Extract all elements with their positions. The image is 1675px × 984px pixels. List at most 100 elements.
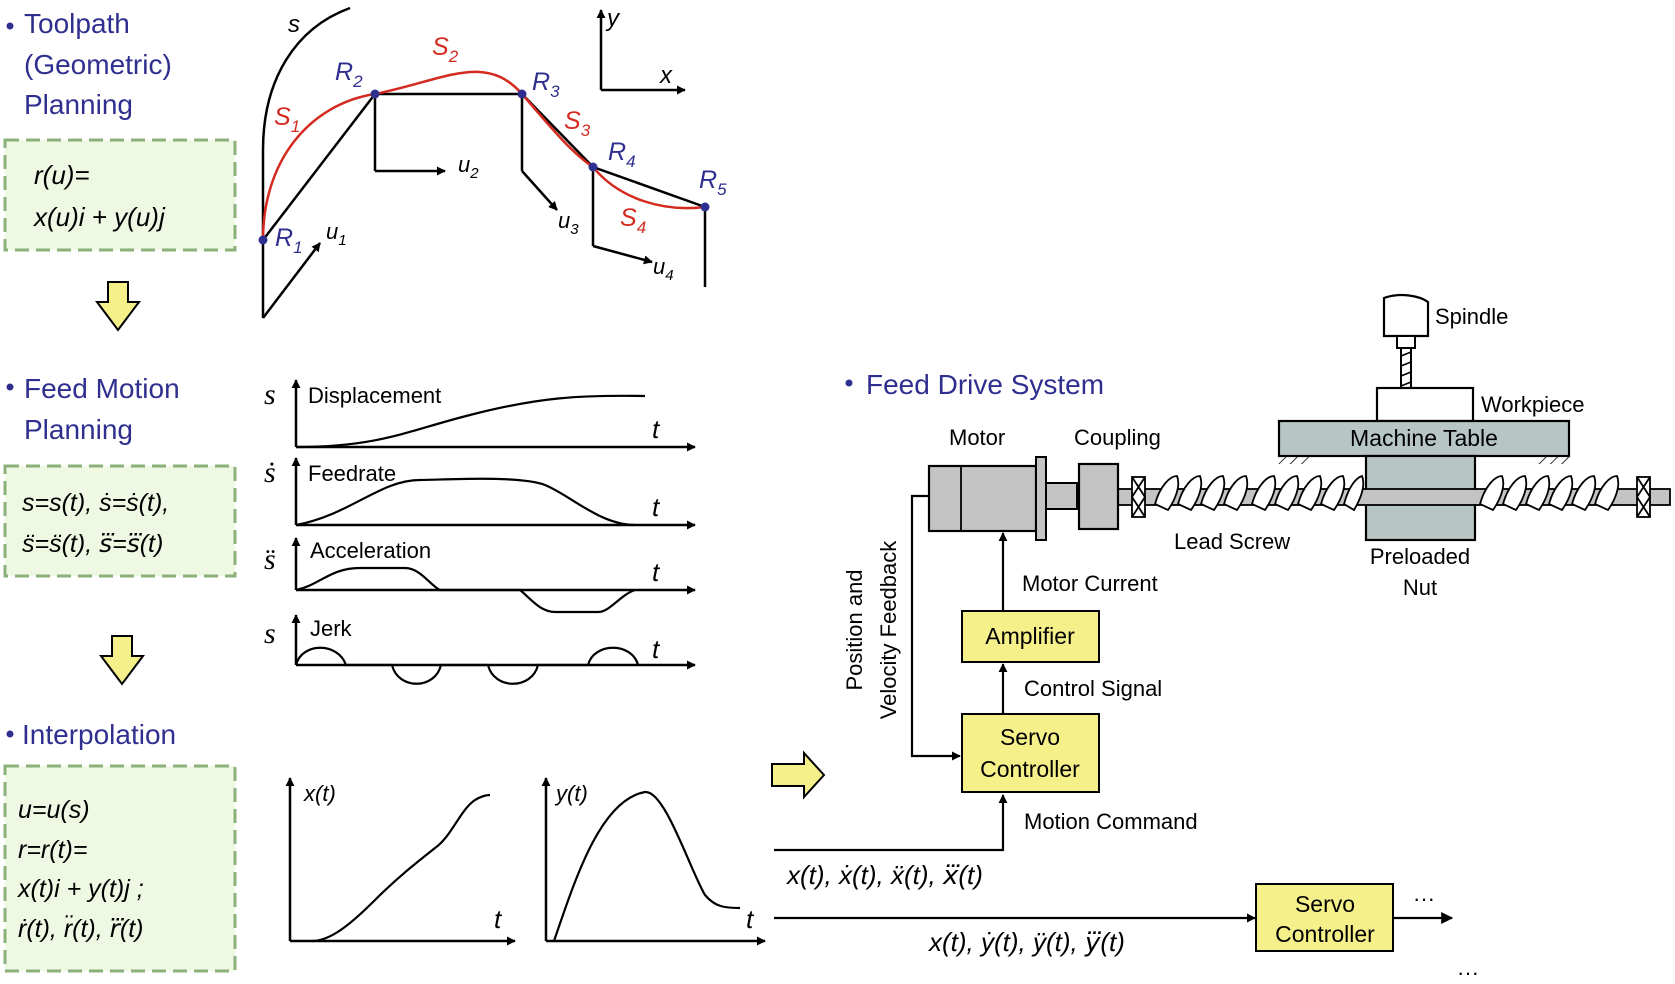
- s-label: s: [288, 11, 300, 38]
- u3-direction[interactable]: [521, 170, 558, 211]
- feedback-loop: [910, 494, 961, 761]
- motion-command-label: Motion Command: [1024, 809, 1198, 834]
- servo-controller-label-1: Servo: [1000, 724, 1060, 750]
- t-label: t: [652, 492, 661, 522]
- bullet: [6, 383, 14, 391]
- table-rail-right: [1536, 456, 1570, 464]
- u4-label: u4: [653, 254, 674, 284]
- down-arrow-2: [99, 635, 145, 686]
- segment-s1: [261, 92, 376, 241]
- feedrate-curve: [295, 477, 636, 527]
- x-of-t-curve: [311, 793, 491, 943]
- servo-controller-box: [961, 713, 1100, 793]
- down-arrow-1: [95, 281, 141, 332]
- t-label: t: [494, 904, 503, 934]
- coupling-label: Coupling: [1074, 425, 1161, 450]
- feed-formula-line-2: s̈=s̈(t), s⃛=s⃛(t): [22, 530, 163, 558]
- interp-formula-box: [3, 764, 237, 973]
- s3-label: S3: [564, 107, 591, 140]
- acceleration-symbol: s̈: [264, 543, 276, 576]
- control-signal-label: Control Signal: [1024, 676, 1162, 701]
- point-r2[interactable]: [370, 89, 380, 99]
- u1-direction[interactable]: [262, 242, 321, 319]
- bearing-right: [1636, 476, 1651, 518]
- t-label: t: [652, 557, 661, 587]
- interp-formula-line-2: r=r(t)=: [18, 836, 87, 864]
- feedrate-label: Feedrate: [308, 461, 396, 486]
- servo-controller-label-2: Controller: [980, 756, 1080, 782]
- x-signals-label: x(t), ẋ(t), ẍ(t), x⃛(t): [785, 860, 983, 890]
- spindle: Spindle: [1382, 293, 1508, 389]
- r3-label: R3: [532, 68, 560, 101]
- feedback-label-1: Position and: [842, 569, 867, 690]
- y-signals-label: x(t), ẏ(t), ÿ(t), y⃛(t): [927, 927, 1125, 957]
- segment-s3: [521, 93, 594, 169]
- preloaded-nut-label-1: Preloaded: [1370, 544, 1470, 569]
- toolpath-labels: s y x R1 R2 R3 R4 R5 S1 S2 S3 S4 u1 u2 u…: [274, 5, 727, 284]
- r2-label: R2: [335, 58, 363, 91]
- interp-formula-line-4: ṙ(t), r̈(t), r⃛(t): [18, 914, 144, 943]
- tool-flutes: [1400, 351, 1412, 387]
- ellipsis-top: ···: [1413, 886, 1435, 911]
- bullet: [845, 379, 853, 387]
- toolpath-heading-line-2: (Geometric): [24, 49, 172, 80]
- machine-table-label: Machine Table: [1350, 425, 1498, 451]
- x-of-t-label: x(t): [303, 781, 336, 806]
- motor-label: Motor: [949, 425, 1005, 450]
- feed-drive-section: Feed Drive System Spindle Workpiece Mach…: [774, 293, 1671, 984]
- feedback-label-2: Velocity Feedback: [876, 540, 901, 720]
- control-points: [258, 89, 710, 245]
- amplifier-box: [961, 610, 1100, 663]
- feed-heading-line-1: Feed Motion: [24, 373, 180, 404]
- workpiece-label: Workpiece: [1481, 392, 1585, 417]
- toolpath-formula-line-2: x(u)i + y(u)j: [32, 202, 166, 232]
- feed-motion-section: Feed Motion Planning s=s(t), ṡ=ṡ(t), s̈=…: [3, 373, 237, 578]
- point-r5[interactable]: [700, 202, 710, 212]
- t-label: t: [652, 634, 661, 664]
- y-of-t-label: y(t): [554, 781, 588, 806]
- feed-formula-line-1: s=s(t), ṡ=ṡ(t),: [22, 489, 169, 517]
- point-r1[interactable]: [258, 235, 268, 245]
- r4-label: R4: [608, 138, 636, 171]
- motor-current-label: Motor Current: [1022, 571, 1158, 596]
- motion-command-x-line: [774, 794, 1008, 852]
- u4-direction[interactable]: [592, 244, 653, 265]
- coupling-shaft: [1043, 482, 1078, 510]
- profile-jerk: s⃛ Jerk t: [264, 614, 696, 685]
- toolpath-formula-box: [3, 138, 237, 252]
- segment-s4: [592, 166, 706, 210]
- s2-label: S2: [432, 33, 459, 66]
- lead-screw-threads: [1153, 474, 1620, 512]
- u1-label: u1: [326, 219, 347, 249]
- point-r3[interactable]: [517, 89, 527, 99]
- jerk-curve: [294, 646, 640, 685]
- interp-formula-line-1: u=u(s): [18, 796, 90, 824]
- interpolation-section: Interpolation u=u(s) r=r(t)= x(t)i + y(t…: [3, 719, 237, 973]
- table-rail-left: [1278, 456, 1312, 464]
- acceleration-curve: [295, 566, 636, 614]
- bullet: [6, 730, 14, 738]
- toolpath-formula-line-1: r(u)=: [34, 160, 90, 190]
- spindle-label: Spindle: [1435, 304, 1508, 329]
- feed-heading-line-2: Planning: [24, 414, 133, 445]
- interp-formula-line-3: x(t)i + y(t)j ;: [17, 875, 144, 903]
- segment-labels: S1 S2 S3 S4: [274, 33, 646, 237]
- point-r4[interactable]: [588, 162, 598, 172]
- u3-label: u3: [558, 208, 579, 238]
- interp-heading: Interpolation: [22, 719, 176, 750]
- servo-controller-y-label-1: Servo: [1295, 891, 1355, 917]
- amplifier-label: Amplifier: [985, 623, 1075, 649]
- spline-curve: [261, 70, 706, 241]
- r1-label: R1: [275, 224, 303, 257]
- s1-label: S1: [274, 103, 300, 136]
- interp-plot-y: y(t) t: [541, 777, 766, 946]
- spindle-chuck: [1396, 335, 1416, 349]
- jerk-symbol: s⃛: [264, 617, 299, 650]
- jerk-label: Jerk: [310, 616, 353, 641]
- preloaded-nut-label-2: Nut: [1403, 575, 1437, 600]
- workpiece: [1375, 386, 1475, 423]
- segment-s2: [374, 70, 523, 96]
- interp-plot-x: x(t) t: [285, 777, 516, 946]
- bearing-left: [1131, 476, 1146, 518]
- y-of-t-curve: [552, 790, 741, 942]
